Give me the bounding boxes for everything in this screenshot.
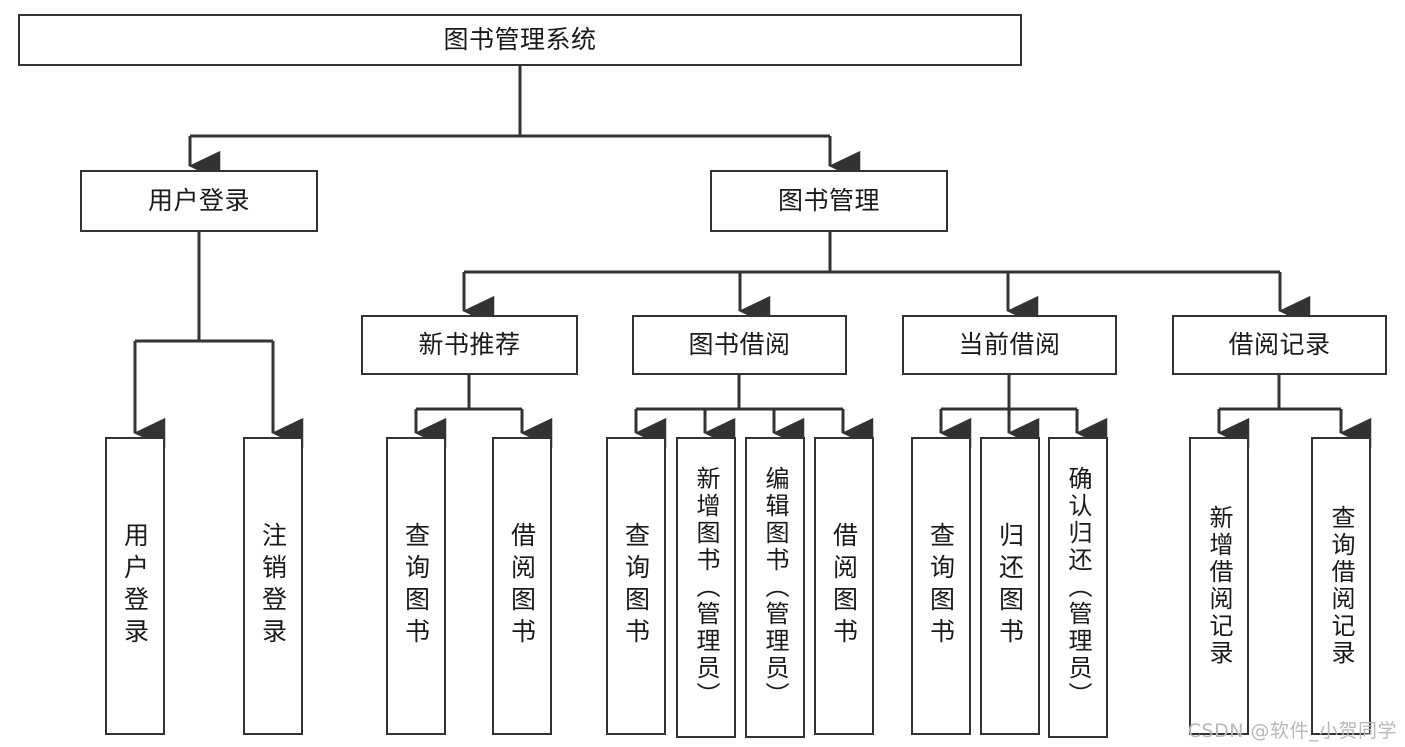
node-current-borrow[interactable]: 当前借阅 <box>902 315 1117 375</box>
node-current-borrow-label: 当前借阅 <box>958 330 1061 359</box>
node-new-book-recommend-label: 新书推荐 <box>418 330 521 359</box>
node-leaf-query-book-1-label: 查询图书 <box>401 522 431 650</box>
node-root-label: 图书管理系统 <box>443 25 597 54</box>
node-book-manage[interactable]: 图书管理 <box>710 170 948 232</box>
node-borrow-record-label: 借阅记录 <box>1228 330 1331 359</box>
node-leaf-add-book-label: 新增图书（管理员） <box>692 466 720 709</box>
node-user-login-label: 用户登录 <box>147 186 250 215</box>
node-leaf-add-record[interactable]: 新增借阅记录 <box>1189 437 1249 735</box>
node-leaf-confirm-return-label: 确认归还（管理员） <box>1064 466 1092 709</box>
node-leaf-query-record-label: 查询借阅记录 <box>1327 505 1355 667</box>
node-leaf-user-login[interactable]: 用户登录 <box>105 437 165 735</box>
node-leaf-borrow-book-2-label: 借阅图书 <box>829 522 859 650</box>
node-leaf-user-login-label: 用户登录 <box>120 522 150 650</box>
node-borrow-record[interactable]: 借阅记录 <box>1172 315 1387 375</box>
node-root[interactable]: 图书管理系统 <box>18 14 1022 66</box>
node-leaf-query-book-3[interactable]: 查询图书 <box>911 437 971 735</box>
node-book-borrow[interactable]: 图书借阅 <box>632 315 847 375</box>
node-leaf-user-logout[interactable]: 注销登录 <box>243 437 303 735</box>
node-leaf-return-book[interactable]: 归还图书 <box>980 437 1040 735</box>
node-leaf-borrow-book-2[interactable]: 借阅图书 <box>814 437 874 735</box>
node-leaf-query-book-2-label: 查询图书 <box>621 522 651 650</box>
node-book-borrow-label: 图书借阅 <box>688 330 791 359</box>
node-leaf-query-book-1[interactable]: 查询图书 <box>386 437 446 735</box>
node-leaf-return-book-label: 归还图书 <box>995 522 1025 650</box>
node-new-book-recommend[interactable]: 新书推荐 <box>361 315 578 375</box>
node-leaf-query-book-3-label: 查询图书 <box>926 522 956 650</box>
node-leaf-edit-book-label: 编辑图书（管理员） <box>761 466 789 709</box>
node-leaf-add-record-label: 新增借阅记录 <box>1205 505 1233 667</box>
node-leaf-query-record[interactable]: 查询借阅记录 <box>1311 437 1371 735</box>
node-leaf-borrow-book-1[interactable]: 借阅图书 <box>492 437 552 735</box>
node-leaf-borrow-book-1-label: 借阅图书 <box>507 522 537 650</box>
node-leaf-confirm-return[interactable]: 确认归还（管理员） <box>1048 437 1108 738</box>
node-leaf-edit-book[interactable]: 编辑图书（管理员） <box>745 437 805 738</box>
node-user-login[interactable]: 用户登录 <box>80 170 318 232</box>
node-leaf-query-book-2[interactable]: 查询图书 <box>606 437 666 735</box>
node-leaf-add-book[interactable]: 新增图书（管理员） <box>676 437 736 738</box>
watermark: CSDN @软件_小贺同学 <box>1187 720 1397 742</box>
node-book-manage-label: 图书管理 <box>777 186 880 215</box>
node-leaf-user-logout-label: 注销登录 <box>258 522 288 650</box>
